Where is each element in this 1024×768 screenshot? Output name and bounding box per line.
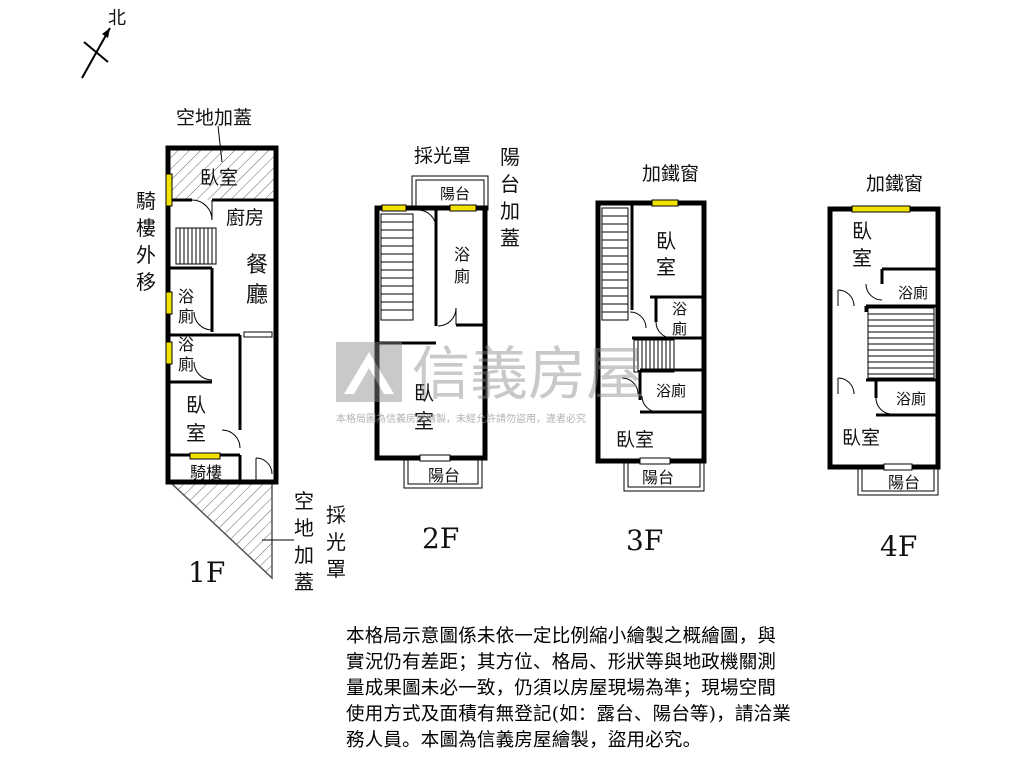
f1-bedroom-label-2: 室: [186, 421, 206, 445]
f3-balcony-label: 陽台: [642, 468, 674, 487]
f2-balcony-annex-label-4: 蓋: [500, 226, 520, 250]
f2-balcony-label: 陽台: [428, 466, 460, 485]
disclaimer-line: 使用方式及面積有無登記(如：露台、陽台等)，請洽業: [346, 704, 791, 725]
f2-bath-label-2: 廁: [454, 267, 470, 286]
floor-2-plan: [374, 175, 489, 489]
f1-annex2-label-1: 空: [294, 489, 314, 513]
f2-skylight-label: 採光罩: [414, 145, 471, 167]
watermark: 信義房屋: [336, 340, 644, 408]
floor-3-plan: [595, 199, 707, 492]
f1-bath1-label-1: 浴: [178, 287, 194, 306]
f3-bath1-label-1: 浴: [672, 300, 687, 318]
f3-outer-wall: [595, 200, 707, 464]
f1-arcade-move-label-4: 移: [136, 270, 156, 294]
f2-balcony-annex-label-2: 台: [500, 172, 520, 196]
f1-bedroom-top-label: 臥室: [200, 167, 238, 189]
f1-skylight-label-3: 罩: [326, 557, 346, 581]
disclaimer-line: 務人員。本圖為信義房屋繪製，盜用必究。: [346, 730, 702, 751]
f4-bath1-label: 浴廁: [898, 284, 928, 302]
f1-bath2-label-2: 廁: [178, 355, 194, 374]
f2-bedroom-label-1: 臥: [414, 381, 434, 405]
f2-balcony-annex-label-1: 陽: [500, 145, 520, 169]
f1-annex2-label-2: 地: [294, 516, 314, 540]
f4-balcony-label: 陽台: [888, 473, 920, 492]
f3-bath1-label-2: 廁: [672, 320, 687, 338]
f1-dining-label-2: 廳: [246, 283, 268, 308]
f4-bedroom-top-label-2: 室: [852, 246, 872, 270]
disclaimer-line: 實況仍有差距；其方位、格局、形狀等與地政機關測: [346, 652, 777, 673]
f2-floor-label: 2F: [422, 522, 459, 555]
f3-floor-label: 3F: [626, 524, 663, 557]
disclaimer-line: 量成果圖未必一致，仍須以房屋現場為準；現場空間: [346, 678, 777, 699]
watermark-logo-icon: [336, 342, 402, 402]
watermark-notice: 本格局圖為信義房屋繪製，未經允許請勿盜用，違者必究: [336, 412, 586, 425]
f2-balcony-annex-label-3: 加: [500, 199, 520, 223]
f1-annex2-label-4: 蓋: [294, 570, 314, 594]
floor-4-plan: [827, 205, 941, 496]
f1-bedroom-label-1: 臥: [186, 393, 206, 417]
north-label: 北: [108, 8, 126, 29]
f2-bedroom-label-2: 室: [414, 409, 434, 433]
f3-bedroom-label: 臥室: [616, 429, 654, 451]
f1-skylight-label-1: 採: [326, 503, 346, 527]
f1-floor-label: 1F: [188, 556, 225, 589]
f3-bedroom-top-label-2: 室: [656, 255, 676, 279]
watermark-brand: 信義房屋: [412, 340, 644, 408]
f1-skylight-label-2: 光: [326, 530, 346, 554]
f3-bedroom-top-label-1: 臥: [656, 229, 676, 253]
f1-arcade-move-label-3: 外: [136, 243, 156, 267]
f1-arcade-move-label-1: 騎: [136, 189, 156, 213]
f2-bath-label-1: 浴: [454, 245, 470, 264]
f1-bath2-label-1: 浴: [178, 335, 194, 354]
f1-top-annex-label: 空地加蓋: [176, 107, 252, 129]
f4-bedroom-label: 臥室: [842, 427, 880, 449]
f1-outer-wall: [165, 145, 279, 485]
disclaimer: 本格局示意圖係未依一定比例縮小繪製之概繪圖，與 實況仍有差距；其方位、格局、形狀…: [346, 624, 866, 754]
f1-arcade-move-label-2: 樓: [136, 216, 156, 240]
f4-iron-window-label: 加鐵窗: [866, 173, 923, 195]
f3-iron-window-label: 加鐵窗: [642, 163, 699, 185]
f1-annex2-label-3: 加: [294, 543, 314, 567]
f4-floor-label: 4F: [880, 530, 917, 563]
f4-bath2-label: 浴廁: [896, 390, 926, 408]
f2-balcony-top-label: 陽台: [440, 185, 470, 203]
disclaimer-line: 本格局示意圖係未依一定比例縮小繪製之概繪圖，與: [346, 626, 777, 647]
f3-bath2-label: 浴廁: [656, 382, 686, 400]
north-arrow-icon: [81, 27, 111, 79]
f1-arcade-label: 騎樓: [190, 463, 222, 482]
f1-bath1-label-2: 廁: [178, 307, 194, 326]
f4-bedroom-top-label-1: 臥: [852, 219, 872, 243]
f1-dining-label-1: 餐: [246, 253, 268, 278]
floor-1-plan: [165, 125, 294, 580]
f1-kitchen-label: 廚房: [226, 206, 264, 229]
